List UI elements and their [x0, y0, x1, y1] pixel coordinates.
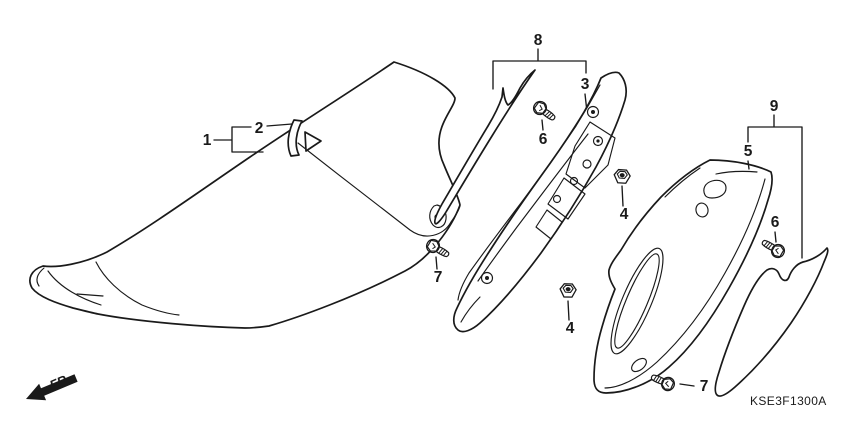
center-cover-grommet: [480, 271, 494, 285]
center-cover-clip: [535, 209, 563, 240]
front-direction-marker: FR.: [26, 371, 78, 401]
callout-8: 8: [534, 32, 543, 49]
callout-4-lower-leader: [567, 300, 570, 321]
side-cover-cutout: [610, 247, 664, 355]
callout-2: 2: [255, 120, 264, 137]
callout-5-leader: [747, 160, 750, 170]
callout-8-group: 8: [492, 32, 587, 90]
front-marker-label: FR.: [47, 371, 72, 393]
center-cover-rivet: [592, 135, 604, 147]
center-cover-lip: [457, 84, 601, 301]
bolt-upper: 6: [530, 98, 559, 148]
callout-8-bracket: [492, 48, 587, 90]
decal-cover-outline: [714, 247, 829, 397]
callout-4-lower: 4: [566, 320, 575, 337]
nut-lower: 4: [558, 282, 578, 337]
side-cover-contour: [604, 178, 766, 389]
hex-nut-icon: [558, 282, 578, 299]
center-cover-grommet-hole: [591, 110, 595, 114]
center-cover-rivet: [552, 194, 562, 204]
center-cover-plate-a: [565, 121, 616, 189]
seat-band-triangle: [304, 131, 322, 152]
seat-nose-fold: [36, 267, 102, 306]
part-code: KSE3F1300A: [750, 394, 827, 408]
callout-2-leader: [266, 123, 293, 127]
side-cover-slot: [703, 179, 727, 199]
side-cover-drawing: [593, 159, 773, 394]
side-cover-cutout-inner: [614, 253, 660, 349]
flange-bolt-icon: [423, 236, 453, 262]
bolt-left: 7: [423, 236, 453, 286]
callout-9-bracket: [747, 114, 803, 259]
center-cover-rivet: [582, 159, 592, 169]
center-cover-grommet: [586, 105, 600, 119]
side-cover-hole: [695, 202, 709, 218]
flange-bolt-icon: [530, 98, 559, 125]
center-cover-grommet-hole: [485, 276, 489, 280]
hex-nut-icon: [612, 168, 632, 185]
center-cover-lip-bottom: [460, 296, 481, 323]
callout-1: 1: [203, 132, 212, 149]
seat-nose-crease: [95, 261, 180, 316]
callout-7-left: 7: [434, 269, 443, 286]
bolt-right: 6: [758, 214, 788, 261]
callout-9-group: 9: [747, 98, 803, 259]
trim-strip-outline: [433, 69, 536, 225]
callout-6-right-leader: [774, 231, 777, 243]
center-cover-drawing: [452, 71, 628, 333]
seat-drawing: [29, 61, 461, 329]
center-cover-plate-b: [547, 177, 586, 220]
side-cover-outline: [593, 159, 773, 394]
callout-1-group: 1: [203, 126, 264, 153]
flange-bolt-icon: [758, 235, 788, 261]
front-arrow-icon: [26, 374, 78, 401]
seat-band-drawing: [287, 119, 322, 157]
callout-1-bracket: [213, 126, 264, 153]
callout-5-group: 5: [744, 143, 753, 170]
side-cover-top-edge: [664, 167, 758, 198]
seat-nose-tick: [76, 293, 104, 297]
callout-6-upper: 6: [539, 131, 548, 148]
trim-strip-drawing: [433, 69, 536, 225]
seat-seam-line: [297, 142, 461, 237]
center-cover-rivet: [569, 176, 579, 186]
callout-2-group: 2: [255, 120, 293, 137]
nut-upper: 4: [612, 168, 632, 223]
callout-7-left-leader: [435, 256, 438, 270]
callout-6-right: 6: [771, 214, 780, 231]
callout-5: 5: [744, 143, 753, 160]
callout-4-upper: 4: [620, 206, 629, 223]
callout-4-upper-leader: [621, 185, 624, 207]
side-cover-lower-hole: [631, 357, 647, 373]
center-cover-rivet-hole: [596, 139, 600, 143]
callout-7-bottom: 7: [700, 378, 709, 395]
callout-7-bottom-leader: [679, 383, 695, 387]
callout-9: 9: [770, 98, 779, 115]
seat-outline: [29, 61, 461, 329]
callout-3: 3: [581, 76, 590, 93]
decal-cover-drawing: [714, 247, 829, 397]
center-cover-rib: [477, 133, 589, 282]
callout-6-upper-leader: [541, 119, 544, 131]
seat-band-strap: [287, 119, 303, 157]
bolt-bottom: 7: [648, 369, 709, 395]
